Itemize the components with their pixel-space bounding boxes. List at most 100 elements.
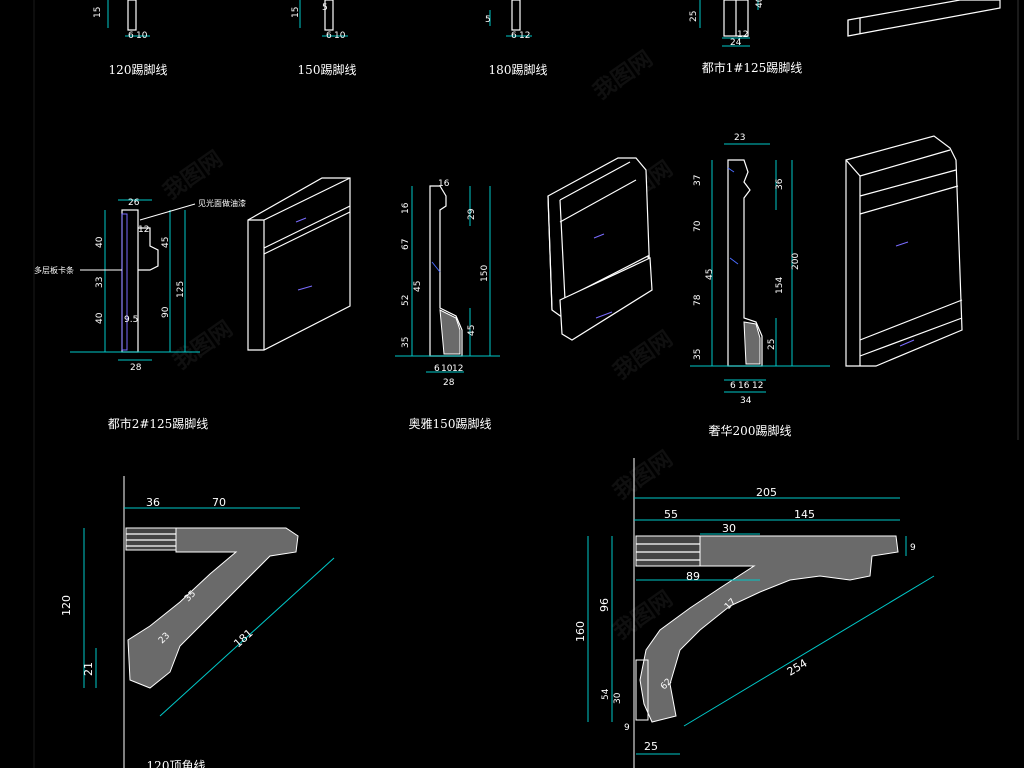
skirting-150: 15 5 6 10 150踢脚线 xyxy=(291,0,356,77)
dim-label: 21 xyxy=(82,662,95,676)
profile-groove xyxy=(138,227,159,271)
dim-line xyxy=(683,575,935,727)
dim-label: 6 xyxy=(326,31,332,41)
dim-label: 15 xyxy=(291,7,301,18)
dim-label: 160 xyxy=(574,621,587,642)
dim-label: 205 xyxy=(756,486,777,499)
dim-label: 25 xyxy=(644,740,658,753)
dim-label: 6 xyxy=(730,381,736,391)
dim-label: 6 xyxy=(128,31,134,41)
dim-label: 89 xyxy=(686,570,700,583)
dim-label: 54 xyxy=(601,688,611,700)
dim-label: 40 xyxy=(95,312,105,324)
dim-label: 9.5 xyxy=(124,315,138,325)
dim-label: 12 xyxy=(452,364,463,374)
grain-marks xyxy=(295,217,313,291)
dim-label: 25 xyxy=(767,339,777,350)
board-face xyxy=(845,135,963,367)
crown-large: 205 55 145 30 89 9 96 160 17 62 254 54 3… xyxy=(574,458,935,768)
label-crown-120: 120顶角线 xyxy=(147,759,206,768)
dim-label: 9 xyxy=(624,723,630,733)
dim-label: 78 xyxy=(693,294,703,306)
dim-label: 30 xyxy=(722,522,736,535)
dim-label: 12 xyxy=(752,381,763,391)
label-zunhua: 奢华200踢脚线 xyxy=(709,423,792,438)
dim-label: 150 xyxy=(480,265,490,282)
dim-label: 70 xyxy=(693,220,703,232)
board-moulding-bottom xyxy=(859,299,963,357)
dim-label: 40 xyxy=(95,236,105,248)
dim-label: 35 xyxy=(401,337,411,348)
dim-label: 12 xyxy=(138,225,149,235)
label-180: 180踢脚线 xyxy=(489,62,548,77)
dim-label: 16 xyxy=(738,381,750,391)
dim-label: 55 xyxy=(664,508,678,521)
dim-label: 40 xyxy=(755,0,765,8)
dim-label: 29 xyxy=(467,208,477,220)
drawing-area xyxy=(34,0,1022,768)
dim-label: 145 xyxy=(794,508,815,521)
dim-label: 36 xyxy=(775,178,785,190)
dim-label: 37 xyxy=(693,175,703,186)
dim-label: 45 xyxy=(467,325,477,336)
dim-label: 9 xyxy=(910,543,916,553)
board-moulding-top xyxy=(845,149,959,366)
skirting-dushi1: 25 40 12 24 都市1#125踢脚线 xyxy=(689,0,802,75)
dim-label: 67 xyxy=(401,239,411,250)
dim-label: 34 xyxy=(740,396,752,406)
dim-label: 16 xyxy=(438,179,450,189)
crown-120: 36 70 120 21 35 23 181 120顶角线 xyxy=(60,476,335,768)
note-polish: 见光面做油漆 xyxy=(198,198,246,208)
dim-label: 90 xyxy=(161,306,171,318)
label-dushi2: 都市2#125踢脚线 xyxy=(108,416,209,431)
skirting-180: 5 6 12 180踢脚线 xyxy=(485,0,547,77)
note-board: 多层板卡条 xyxy=(34,265,74,275)
dim-label: 25 xyxy=(689,11,699,22)
board-face xyxy=(247,177,351,351)
inner-board xyxy=(121,213,128,351)
dim-label: 10 xyxy=(136,31,148,41)
skirting-120: 15 6 10 120踢脚线 xyxy=(93,0,167,77)
wall-strip xyxy=(635,659,649,721)
dim-label: 24 xyxy=(730,38,742,48)
profile-detail xyxy=(431,261,441,273)
profile-180 xyxy=(511,0,521,31)
dim-label: 33 xyxy=(95,277,105,288)
label-dushi1: 都市1#125踢脚线 xyxy=(702,60,803,75)
label-120: 120踢脚线 xyxy=(109,62,168,77)
label-150: 150踢脚线 xyxy=(298,62,357,77)
dim-label: 96 xyxy=(598,598,611,612)
profile-hatch xyxy=(439,309,461,355)
dim-label: 26 xyxy=(128,198,140,208)
profile-150 xyxy=(324,0,334,31)
board-base xyxy=(559,257,653,341)
dim-label: 28 xyxy=(130,363,142,373)
board-groove xyxy=(263,205,351,255)
dim-label: 6 xyxy=(511,31,517,41)
dim-label: 5 xyxy=(485,15,491,25)
board-edges xyxy=(248,177,351,350)
dim-label: 30 xyxy=(613,692,623,704)
ceiling-block xyxy=(125,527,177,551)
leader-line xyxy=(139,203,196,221)
perspective-zunhua xyxy=(845,135,963,367)
dim-label: 45 xyxy=(705,269,715,280)
dim-label: 35 xyxy=(693,349,703,360)
dim-label: 125 xyxy=(176,281,186,298)
skirting-aoya: 16 16 67 52 35 45 29 150 45 6 10 12 28 奥… xyxy=(395,179,500,431)
dim-label: 10 xyxy=(334,31,346,41)
profile-detail xyxy=(727,167,739,265)
dim-label: 45 xyxy=(413,281,423,292)
perspective-lines xyxy=(847,18,861,36)
dim-label: 120 xyxy=(60,595,73,616)
dim-label: 200 xyxy=(791,253,801,270)
dim-label: 23 xyxy=(734,133,745,143)
dim-label: 28 xyxy=(443,378,455,388)
dim-label: 45 xyxy=(161,237,171,248)
dim-label: 36 xyxy=(146,496,160,509)
dim-label: 70 xyxy=(212,496,226,509)
dim-label: 15 xyxy=(93,7,103,18)
skirting-3d-top xyxy=(847,0,1001,37)
label-aoya: 奥雅150踢脚线 xyxy=(409,416,492,431)
